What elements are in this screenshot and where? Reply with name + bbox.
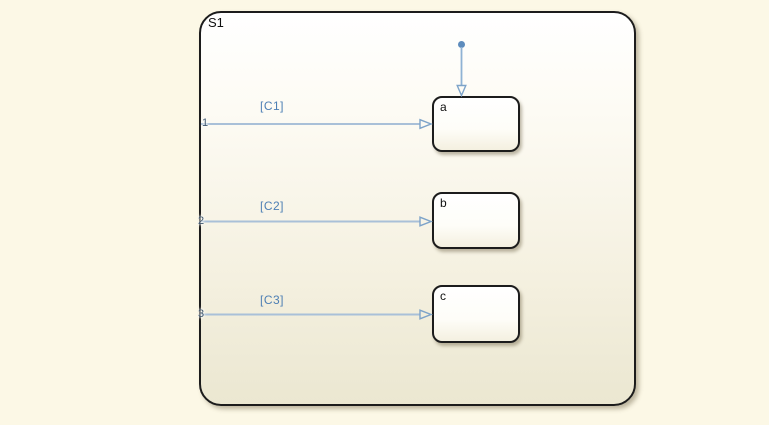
default-transition-arrowhead-icon[interactable] xyxy=(456,84,467,98)
state-b-label[interactable]: b xyxy=(440,196,447,210)
transition-1-condition-label[interactable]: [C1] xyxy=(259,99,284,113)
state-s1[interactable]: S1 xyxy=(199,11,636,406)
transition-1-arrowhead-icon[interactable] xyxy=(419,118,433,130)
state-a-label[interactable]: a xyxy=(440,100,447,114)
state-c-label[interactable]: c xyxy=(440,289,446,303)
transition-3-order-number: 3 xyxy=(197,308,205,320)
transition-2-arrowhead-icon[interactable] xyxy=(419,216,433,227)
transition-2-order-number: 2 xyxy=(197,215,205,227)
state-a[interactable]: a xyxy=(432,96,520,152)
state-s1-label[interactable]: S1 xyxy=(208,15,224,30)
state-b[interactable]: b xyxy=(432,192,520,249)
transition-2-condition-label[interactable]: [C2] xyxy=(259,199,284,213)
transition-3-condition-label[interactable]: [C3] xyxy=(259,293,284,307)
transition-1-order-number: 1 xyxy=(201,117,209,129)
state-c[interactable]: c xyxy=(432,285,520,343)
transition-3-arrowhead-icon[interactable] xyxy=(419,309,433,320)
default-transition-dot[interactable] xyxy=(458,41,465,48)
